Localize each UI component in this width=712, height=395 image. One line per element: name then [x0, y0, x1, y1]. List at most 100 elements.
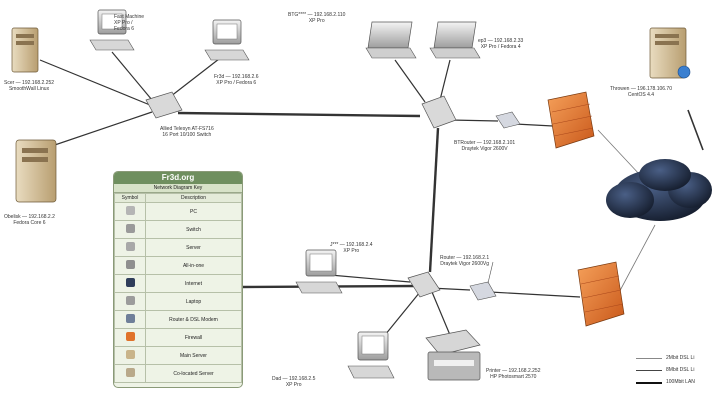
router-icon[interactable] — [469, 261, 497, 301]
node-label-line: XP Pro — [343, 248, 360, 254]
key-description-cell: Co-located Server — [145, 364, 242, 383]
pc-icon[interactable] — [89, 9, 135, 51]
node-label-dad: Dad — 192.168.2.5 XP Pro — [272, 376, 315, 388]
node-label-ep3: ep3 — 192.168.2.33 XP Pro / Fedora 4 — [478, 38, 523, 50]
key-symbol-cell — [114, 346, 146, 365]
legend-line-thin — [636, 358, 662, 359]
network-diagram-key: Fr3d.org Network Diagram Key Symbol Desc… — [113, 171, 243, 388]
node-label-line: Draytek Vigor 2600V — [461, 146, 508, 152]
legend-row: 100Mbit LAN — [636, 378, 712, 386]
key-symbol-cell — [114, 274, 146, 293]
key-row: Internet — [114, 274, 242, 293]
firewall-icon[interactable] — [577, 261, 625, 327]
colocated-server-icon[interactable] — [649, 27, 691, 79]
legend-row: 2Mbit DSL Li — [636, 354, 712, 362]
node-label-line: 16 Port 10/100 Switch — [162, 132, 212, 138]
key-row: Firewall — [114, 328, 242, 347]
key-subtitle: Network Diagram Key — [114, 184, 242, 193]
key-description-cell: Internet — [145, 274, 242, 293]
key-row: Router & DSL Modem — [114, 310, 242, 329]
key-row: Server — [114, 238, 242, 257]
node-label-throwen: Throwen — 196.178.106.70 CentOS 4.4 — [610, 86, 672, 98]
pc-icon[interactable] — [347, 331, 395, 379]
key-description-cell: Main Server — [145, 346, 242, 365]
link-legend: 2Mbit DSL Li 8Mbit DSL Li 100Mbit LAN — [636, 352, 712, 394]
pc-icon — [125, 206, 135, 215]
legend-label: 8Mbit DSL Li — [666, 367, 695, 373]
key-description-cell: Router & DSL Modem — [145, 310, 242, 329]
server-icon — [125, 242, 135, 251]
node-label-line: XP Pro — [308, 18, 325, 24]
legend-line-medium — [636, 370, 662, 371]
all-in-one-icon[interactable] — [425, 329, 481, 381]
node-label-line: Throwen — 196.178.106.70 — [610, 86, 672, 92]
node-label-line: XP Pro / Fedora 6 — [216, 80, 257, 86]
legend-label: 2Mbit DSL Li — [666, 355, 695, 361]
switch-icon[interactable] — [421, 95, 457, 129]
key-symbol-cell — [114, 238, 146, 257]
node-label-obelisk: Obelisk — 192.168.2.2 Fedora Core 6 — [4, 214, 55, 226]
laptop-icon[interactable] — [365, 21, 417, 59]
pc-icon[interactable] — [204, 19, 250, 61]
switch-icon[interactable] — [145, 91, 183, 119]
key-row: Switch — [114, 220, 242, 239]
node-label-btrouter: BTRouter — 192.168.2.101 Draytek Vigor 2… — [454, 140, 515, 152]
laptop-icon[interactable] — [429, 21, 481, 59]
node-label-line: Fr3d — 192.168.2.6 — [214, 74, 259, 80]
key-symbol-cell — [114, 364, 146, 383]
firewall-icon[interactable] — [547, 91, 595, 149]
node-label-line: CentOS 4.4 — [627, 92, 655, 98]
key-symbol-cell — [114, 202, 146, 221]
router-icon[interactable] — [495, 111, 521, 129]
node-label-line: HP Photosmart 2570 — [490, 374, 537, 380]
pc-icon[interactable] — [295, 249, 343, 294]
key-description-cell: All-in-one — [145, 256, 242, 275]
node-label-bt-laptop: BTG**** — 192.168.2.110 XP Pro — [288, 12, 345, 24]
network-links — [39, 51, 704, 336]
node-label-line: Dad — 192.168.2.5 — [272, 376, 316, 382]
node-label-router: Router — 192.168.2.1 Draytek Vigor 2600V… — [440, 255, 489, 267]
key-row: Co-located Server — [114, 364, 242, 383]
node-label-line: XP Pro / — [114, 20, 133, 26]
node-label-line: XP Pro — [285, 382, 302, 388]
router-icon — [125, 314, 135, 323]
key-row: PC — [114, 202, 242, 221]
node-label-line: Draytek Vigor 2600Vg — [440, 261, 490, 267]
key-symbol-cell — [114, 220, 146, 239]
node-label-line: BTG**** — 192.168.2.110 — [288, 12, 346, 18]
node-label-line: J*** — 192.168.2.4 — [330, 242, 373, 248]
node-label-line: Allied Telesyn AT-FS716 — [160, 126, 214, 132]
switch-icon[interactable] — [407, 271, 441, 298]
node-label-j-pc: J*** — 192.168.2.4 XP Pro — [330, 242, 373, 254]
key-row: All-in-one — [114, 256, 242, 275]
node-label-line: Router — 192.168.2.1 — [440, 255, 490, 261]
node-label-printer: Printer — 192.168.2.252 HP Photosmart 25… — [486, 368, 540, 380]
legend-row: 8Mbit DSL Li — [636, 366, 712, 374]
server-icon[interactable] — [11, 27, 39, 73]
node-label-line: Fedora Core 6 — [13, 220, 46, 226]
key-description-cell: PC — [145, 202, 242, 221]
main-server-icon — [125, 350, 135, 359]
firewall-icon — [125, 332, 135, 341]
all-in-one-icon — [125, 260, 135, 269]
laptop-icon — [125, 296, 135, 305]
node-label-line: XP Pro / Fedora 4 — [480, 44, 521, 50]
main-server-icon[interactable] — [15, 139, 57, 203]
key-header-symbol: Symbol — [114, 193, 146, 203]
node-label-line: ep3 — 192.168.2.33 — [478, 38, 524, 44]
key-header-description: Description — [145, 193, 242, 203]
node-label-line: SmoothWall Linux — [8, 86, 50, 92]
key-description-cell: Firewall — [145, 328, 242, 347]
key-row: Laptop — [114, 292, 242, 311]
key-symbol-cell — [114, 256, 146, 275]
key-symbol-cell — [114, 292, 146, 311]
node-label-line: Scer — 192.168.2.252 — [4, 80, 55, 86]
node-label-scer: Scer — 192.168.2.252 SmoothWall Linux — [4, 80, 54, 92]
key-symbol-cell — [114, 310, 146, 329]
node-label-line: Fast Machine — [114, 14, 145, 20]
legend-label: 100Mbit LAN — [666, 379, 695, 385]
key-description-cell: Laptop — [145, 292, 242, 311]
key-description-cell: Switch — [145, 220, 242, 239]
legend-line-thick — [636, 382, 662, 384]
